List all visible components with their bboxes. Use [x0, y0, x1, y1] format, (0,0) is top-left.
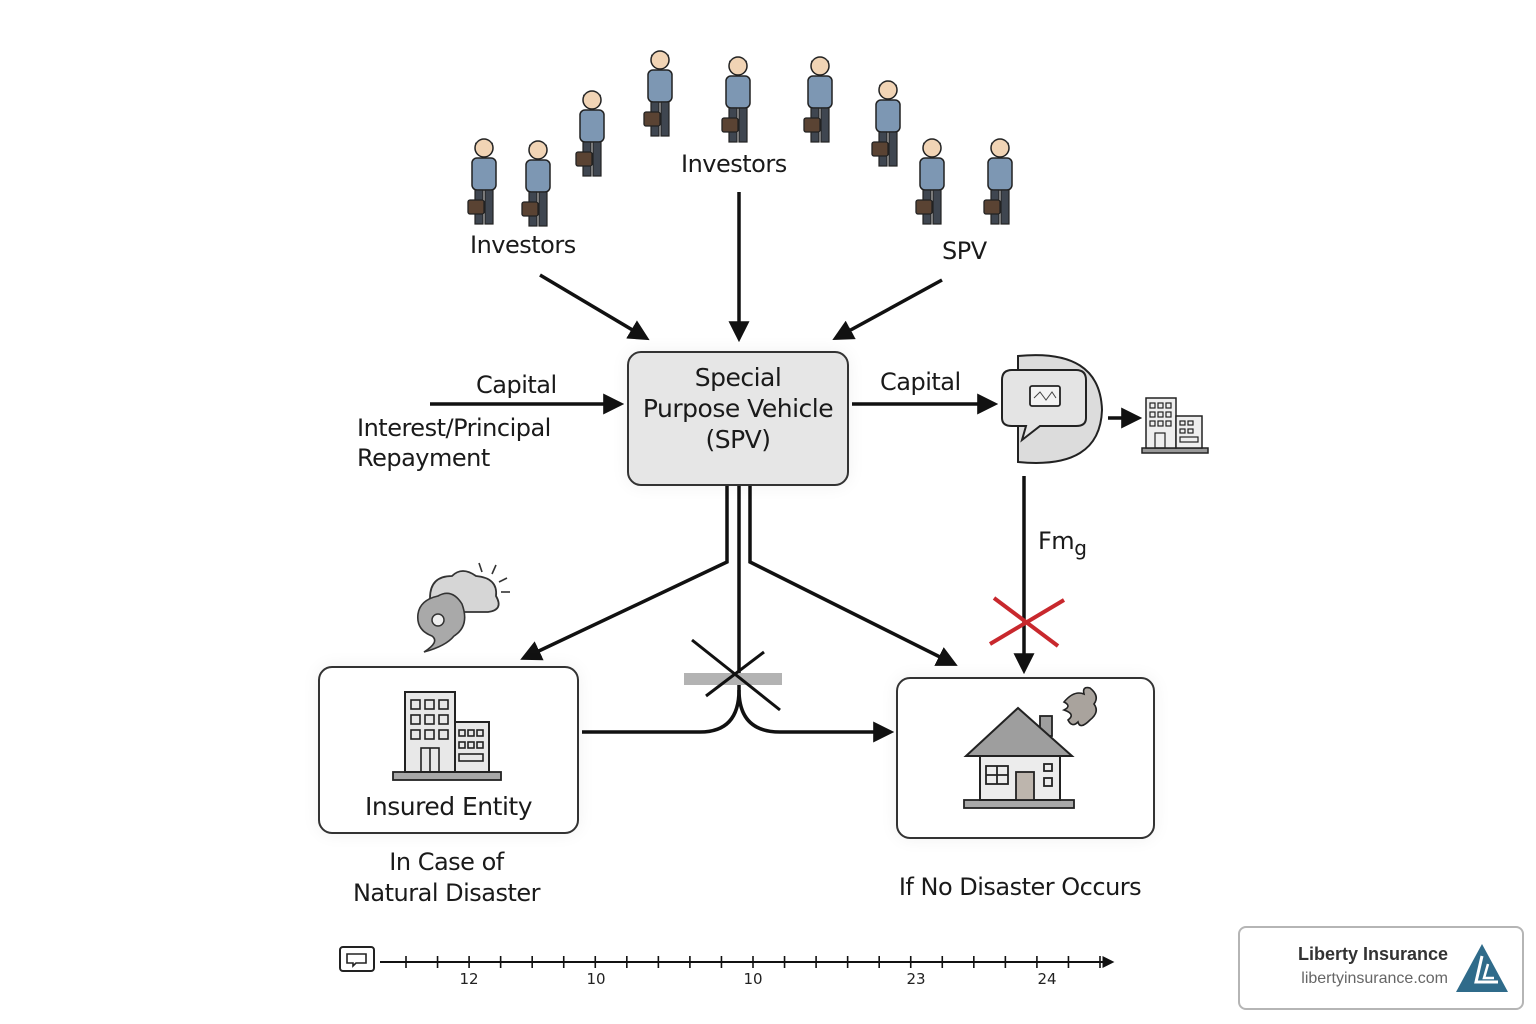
spv-box: Special Purpose Vehicle (SPV)	[627, 351, 849, 486]
investor-person-icon	[467, 138, 497, 225]
spv-title-line1: Special	[694, 363, 782, 392]
timeline-label: 12	[459, 970, 479, 988]
red-cross-icon	[988, 596, 1066, 648]
brand-card[interactable]: Liberty Insurance libertyinsurance.com	[1238, 926, 1524, 1010]
capital-in-label: Capital	[476, 371, 557, 399]
capital-out-label: Capital	[880, 368, 961, 396]
arrow-investors-left-to-spv	[539, 273, 650, 341]
house-icon	[963, 706, 1075, 809]
spv-label: SPV	[942, 237, 987, 265]
investor-person-icon	[643, 50, 673, 137]
timeline-label: 23	[906, 970, 926, 988]
brand-name: Liberty Insurance	[1297, 944, 1448, 964]
hurricane-icon	[416, 562, 510, 653]
investor-person-icon	[575, 90, 605, 177]
insured-entity-box: Insured Entity	[318, 666, 579, 834]
blocked-bar	[684, 673, 782, 685]
insured-entity-title: Insured Entity	[365, 792, 533, 821]
investor-person-icon	[521, 140, 551, 227]
force-label: Fmg	[1038, 527, 1087, 560]
investor-person-icon	[871, 80, 901, 167]
investor-person-icon	[803, 56, 833, 143]
no-disaster-caption: If No Disaster Occurs	[898, 873, 1142, 901]
smoke-damage-icon	[1061, 686, 1098, 727]
timeline-start-icon[interactable]	[339, 946, 375, 972]
timeline-label: 10	[743, 970, 763, 988]
repayment-label-line1: Interest/Principal	[357, 414, 551, 442]
timeline-label: 10	[586, 970, 606, 988]
speech-bubble-icon	[1001, 354, 1104, 464]
insured-building-icon	[392, 691, 502, 781]
investors-center-label: Investors	[681, 150, 787, 178]
spv-bottom-connectors	[520, 484, 958, 743]
force-label-subscript: g	[1074, 535, 1087, 560]
brand-url[interactable]: libertyinsurance.com	[1301, 970, 1448, 987]
building-icon	[1141, 397, 1209, 454]
blocked-cross-icon	[691, 638, 781, 712]
brand-logo-icon	[1456, 944, 1508, 992]
investor-person-icon	[721, 56, 751, 143]
disaster-caption-line1: In Case of	[389, 848, 504, 876]
investor-person-icon	[983, 138, 1013, 225]
investors-left-label: Investors	[470, 231, 576, 259]
no-disaster-box	[896, 677, 1155, 839]
timeline-label: 24	[1037, 970, 1057, 988]
disaster-caption-line2: Natural Disaster	[352, 879, 541, 907]
investor-person-icon	[915, 138, 945, 225]
timeline	[380, 956, 1115, 968]
force-label-main: Fm	[1038, 527, 1075, 555]
repayment-label-line2: Repayment	[357, 444, 490, 472]
arrow-spv-label-to-spv	[832, 278, 943, 341]
spv-title-line3: (SPV)	[705, 425, 771, 454]
spv-title-line2: Purpose Vehicle	[642, 394, 834, 423]
